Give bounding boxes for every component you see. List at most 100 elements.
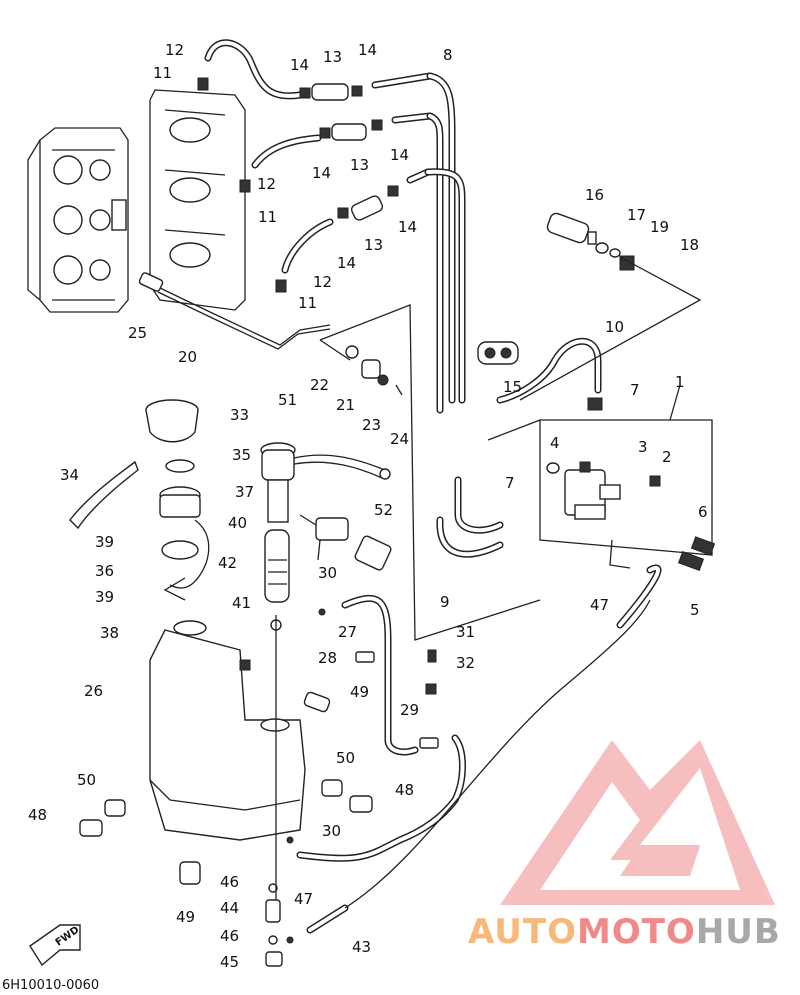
engine-block <box>27 127 129 313</box>
fuel-pump-assembly <box>539 397 716 572</box>
callout: 1 <box>675 373 685 391</box>
callout: 3 <box>638 438 648 456</box>
filler-cap-group <box>69 399 210 601</box>
callout: 35 <box>232 446 251 464</box>
callout: 5 <box>690 601 700 619</box>
callout: 50 <box>77 771 96 789</box>
callout: 18 <box>680 236 699 254</box>
callout: 37 <box>235 483 254 501</box>
watermark-part-auto: AUTO <box>468 912 577 952</box>
callout: 11 <box>153 64 172 82</box>
fitting-group <box>345 345 403 396</box>
callout: 43 <box>352 938 371 956</box>
intake-manifold <box>149 89 246 311</box>
callout: 44 <box>220 899 239 917</box>
callout: 11 <box>258 208 277 226</box>
watermark-part-hub: HUB <box>695 912 781 952</box>
callout: 38 <box>100 624 119 642</box>
fuel-tank-26 <box>149 620 306 841</box>
callout: 8 <box>443 46 453 64</box>
callout: 28 <box>318 649 337 667</box>
callout: 22 <box>310 376 329 394</box>
fuel-hose-9 <box>436 476 504 558</box>
fuel-line-8 <box>424 72 466 414</box>
callout: 11 <box>298 294 317 312</box>
callout: 41 <box>232 594 251 612</box>
callout: 12 <box>257 175 276 193</box>
callout: 50 <box>336 749 355 767</box>
callout: 46 <box>220 927 239 945</box>
leader-lines <box>275 256 702 900</box>
callout: 7 <box>505 474 515 492</box>
callout: 52 <box>374 501 393 519</box>
callout: 49 <box>350 683 369 701</box>
hose-10 <box>496 337 602 404</box>
callout: 14 <box>312 164 331 182</box>
callout: 14 <box>290 56 309 74</box>
clamp-15 <box>477 341 519 365</box>
fwd-arrow: FWD <box>29 924 81 967</box>
callout: 40 <box>228 514 247 532</box>
callout: 34 <box>60 466 79 484</box>
callout: 6 <box>698 503 708 521</box>
filter-group <box>546 212 635 271</box>
callout: 46 <box>220 873 239 891</box>
callout: 36 <box>95 562 114 580</box>
line-20 <box>138 272 331 350</box>
drawing-code: 6H10010-0060 <box>2 978 100 993</box>
return-hose <box>296 564 662 934</box>
callout: 12 <box>313 273 332 291</box>
callout: 13 <box>323 48 342 66</box>
watermark-logo <box>500 740 775 905</box>
callout: 39 <box>95 588 114 606</box>
watermark-text: AUTOMOTOHUB <box>468 912 781 952</box>
callout: 33 <box>230 406 249 424</box>
callout: 49 <box>176 908 195 926</box>
callout: 32 <box>456 654 475 672</box>
callout: 42 <box>218 554 237 572</box>
callout: 14 <box>337 254 356 272</box>
fastener-group <box>355 649 439 749</box>
callout: 47 <box>590 596 609 614</box>
sender-51 <box>260 442 391 523</box>
strainer-42 <box>264 529 290 631</box>
callout: 16 <box>585 186 604 204</box>
callout: 14 <box>358 41 377 59</box>
callout: 24 <box>390 430 409 448</box>
callout: 26 <box>84 682 103 700</box>
callout: 29 <box>400 701 419 719</box>
callout: 45 <box>220 953 239 971</box>
drain-fittings <box>79 691 373 885</box>
callout: 12 <box>165 41 184 59</box>
callout: 4 <box>550 434 560 452</box>
callout: 20 <box>178 348 197 366</box>
callout: 10 <box>605 318 624 336</box>
small-fittings <box>265 608 326 967</box>
callout: 9 <box>440 593 450 611</box>
callout: 14 <box>398 218 417 236</box>
callout: 31 <box>456 623 475 641</box>
callout: 25 <box>128 324 147 342</box>
callout: 13 <box>350 156 369 174</box>
callout: 30 <box>322 822 341 840</box>
callout: 27 <box>338 623 357 641</box>
callout: 17 <box>627 206 646 224</box>
callout: 2 <box>662 448 672 466</box>
callout: 51 <box>278 391 297 409</box>
callout-numbers: 12 11 14 13 14 8 14 13 14 12 11 14 13 14… <box>28 41 708 971</box>
callout: 15 <box>503 378 522 396</box>
callout: 14 <box>390 146 409 164</box>
primer-hose-group <box>197 39 434 293</box>
callout: 13 <box>364 236 383 254</box>
callout: 19 <box>650 218 669 236</box>
callout: 48 <box>395 781 414 799</box>
callout: 21 <box>336 396 355 414</box>
callout: 47 <box>294 890 313 908</box>
callout: 39 <box>95 533 114 551</box>
connector-52 <box>299 514 392 571</box>
watermark-part-moto: MOTO <box>576 912 696 952</box>
callout: 48 <box>28 806 47 824</box>
callout: 7 <box>630 381 640 399</box>
callout: 23 <box>362 416 381 434</box>
